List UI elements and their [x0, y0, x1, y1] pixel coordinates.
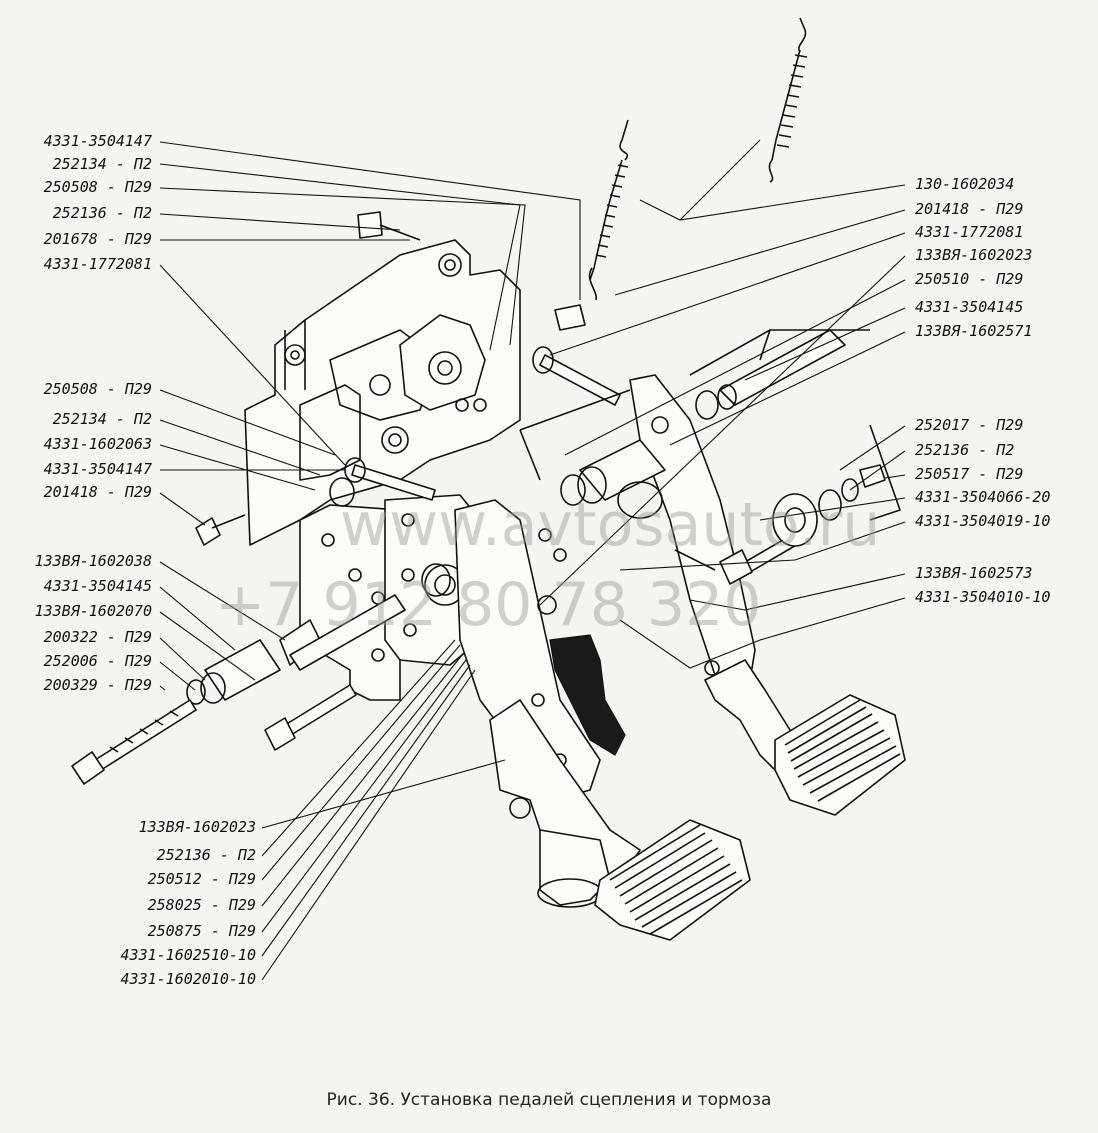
- label-left-8: 252134 - П2: [53, 410, 152, 428]
- watermark-url: www.avtosauto.ru: [340, 490, 880, 560]
- label-right-5: 250510 - П29: [915, 270, 1023, 288]
- label-left-2: 252134 - П2: [53, 155, 152, 173]
- return-spring-1: [588, 119, 629, 301]
- label-left-7: 250508 - П29: [44, 380, 152, 398]
- label-right-13: 133ВЯ-1602573: [915, 564, 1032, 582]
- leader-lines: [159, 139, 906, 981]
- mounting-bracket: [244, 239, 521, 546]
- label-right-12: 4331-3504019-10: [915, 512, 1050, 530]
- left-bushing: [204, 639, 281, 701]
- label-left-10: 4331-3504147: [44, 460, 152, 478]
- label-right-14: 4331-3504010-10: [915, 588, 1050, 606]
- brake-pedal-pad: [774, 694, 906, 816]
- label-right-7: 133ВЯ-1602571: [915, 322, 1032, 340]
- return-spring-2: [768, 17, 808, 183]
- label-bottom-3: 250512 - П29: [148, 870, 256, 888]
- rubber-boot: [549, 634, 626, 756]
- label-left-13: 4331-3504145: [44, 577, 152, 595]
- label-bottom-6: 4331-1602510-10: [121, 946, 256, 964]
- watermark: www.avtosauto.ru +7 912 80 78 320: [215, 490, 880, 640]
- label-right-11: 4331-3504066-20: [915, 488, 1050, 506]
- label-right-9: 252136 - П2: [915, 441, 1014, 459]
- labels-left: 4331-3504147 252134 - П2 250508 - П29 25…: [35, 132, 152, 694]
- label-bottom-4: 258025 - П29: [148, 896, 256, 914]
- label-left-15: 200322 - П29: [44, 628, 152, 646]
- label-right-2: 201418 - П29: [915, 200, 1023, 218]
- watermark-phone: +7 912 80 78 320: [215, 570, 761, 640]
- label-right-10: 250517 - П29: [915, 465, 1023, 483]
- label-right-6: 4331-3504145: [915, 298, 1023, 316]
- label-right-1: 130-1602034: [915, 175, 1014, 193]
- label-right-4: 133ВЯ-1602023: [915, 246, 1032, 264]
- mechanism-drawing: [71, 17, 906, 941]
- label-left-5: 201678 - П29: [44, 230, 152, 248]
- label-left-9: 4331-1602063: [44, 435, 152, 453]
- label-bottom-5: 250875 - П29: [148, 922, 256, 940]
- label-right-8: 252017 - П29: [915, 416, 1023, 434]
- label-bottom-7: 4331-1602010-10: [121, 970, 256, 988]
- long-bolt: [94, 699, 197, 771]
- label-left-17: 200329 - П29: [44, 676, 152, 694]
- label-bottom-2: 252136 - П2: [157, 846, 256, 864]
- label-left-4: 252136 - П2: [53, 204, 152, 222]
- short-bolt: [284, 684, 357, 736]
- label-right-3: 4331-1772081: [915, 223, 1023, 241]
- label-left-6: 4331-1772081: [44, 255, 152, 273]
- label-left-1: 4331-3504147: [44, 132, 152, 150]
- label-left-14: 133ВЯ-1602070: [35, 602, 152, 620]
- shaft-sleeve: [579, 439, 666, 501]
- figure-caption: Рис. 36. Установка педалей сцепления и т…: [326, 1090, 772, 1110]
- label-left-12: 133ВЯ-1602038: [35, 552, 152, 570]
- label-left-3: 250508 - П29: [44, 178, 152, 196]
- bracket-bolt: [351, 464, 436, 501]
- label-bottom-1: 133ВЯ-1602023: [139, 818, 256, 836]
- pedal-shaft: [719, 329, 846, 406]
- labels-right: 130-1602034 201418 - П29 4331-1772081 13…: [915, 175, 1050, 606]
- labels-bottom: 133ВЯ-1602023 252136 - П2 250512 - П29 2…: [121, 818, 256, 988]
- label-left-16: 252006 - П29: [44, 652, 152, 670]
- label-left-11: 201418 - П29: [44, 483, 152, 501]
